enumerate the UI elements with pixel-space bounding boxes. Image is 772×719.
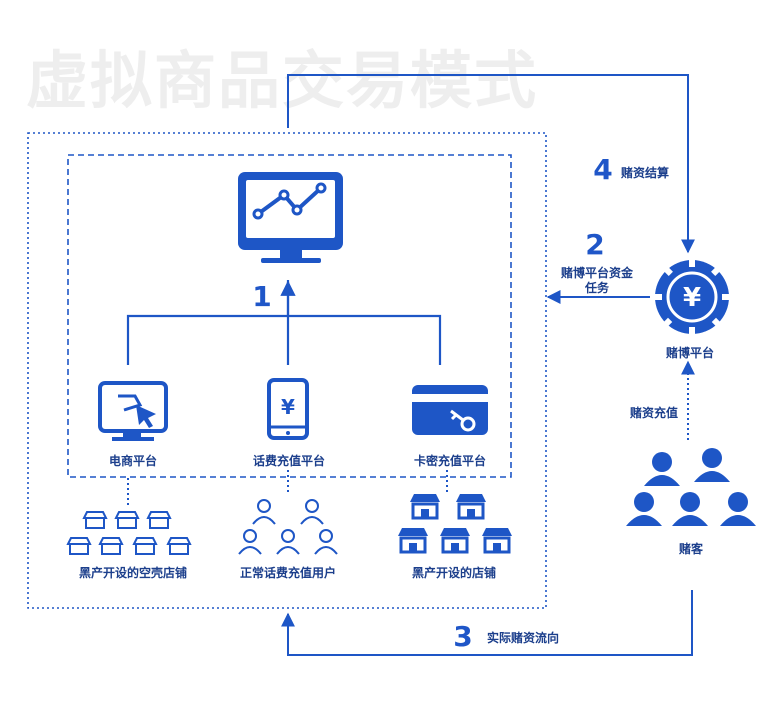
settlement-flow-line [287, 74, 695, 254]
chip-yen-symbol: ¥ [683, 283, 701, 313]
gambling-topup-label: 赌资充值 [629, 406, 679, 420]
phone-yen-icon: ¥ [267, 378, 309, 440]
step-2-label-line2: 任务 [584, 281, 610, 295]
monitor-chart-icon [238, 172, 343, 263]
gambling-platform-label: 赌博平台 [665, 346, 715, 360]
dotted-connectors [127, 470, 448, 505]
empty-shops-label: 黑产开设的空壳店铺 [78, 566, 188, 580]
step-3-label: 实际赌资流向 [487, 631, 560, 645]
step-3-number: 3 [453, 620, 473, 653]
step-1-number: 1 [252, 280, 272, 313]
step-4-label: 赌资结算 [621, 166, 670, 180]
shops-label: 黑产开设的店铺 [411, 566, 497, 580]
empty-shops-icons [66, 511, 192, 555]
actual-flow-line [281, 590, 693, 656]
inner-dashed-box [67, 154, 512, 478]
gamblers-label: 赌客 [678, 542, 704, 556]
diagram-title: 虚拟商品交易模式 [26, 44, 539, 117]
step-2-number: 2 [585, 228, 605, 261]
ecommerce-platform-label: 电商平台 [108, 454, 158, 468]
svg-text:¥: ¥ [281, 395, 295, 419]
platform-tree-lines [126, 280, 442, 365]
normal-users-label: 正常话费充值用户 [239, 566, 337, 580]
gamblers-icon [626, 448, 756, 526]
step-4-number: 4 [593, 153, 613, 186]
card-key-icon [412, 385, 488, 435]
ecommerce-screen-icon [98, 381, 168, 441]
gambling-chip-icon: ¥ [654, 259, 730, 335]
step-2-label-line1: 赌博平台资金 [560, 266, 634, 280]
card-topup-platform-label: 卡密充值平台 [413, 454, 487, 468]
shops-icons [398, 494, 512, 554]
normal-users-icons [238, 499, 338, 555]
phone-topup-platform-label: 话费充值平台 [252, 454, 326, 468]
outer-dotted-box [27, 132, 547, 609]
